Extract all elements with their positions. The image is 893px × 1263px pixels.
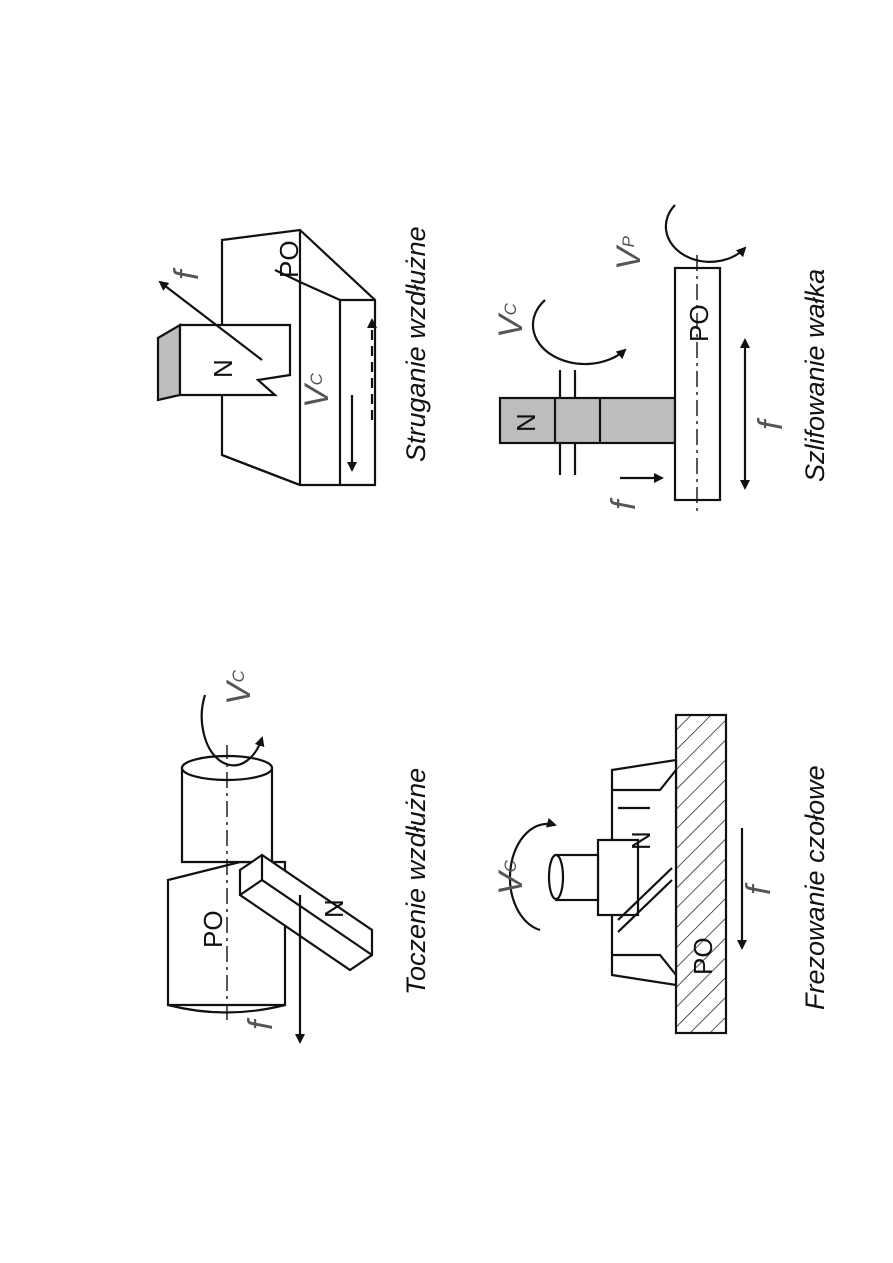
grinding-wheel-speed-label: VC [492,302,530,338]
milling-table [674,713,728,1035]
turning-workpiece-label: PO [198,910,228,948]
grinding-workpiece [673,255,722,515]
planing-workpiece-label: PO [274,240,304,278]
grinding-wheel-rotation-arrow [531,299,627,366]
planing-workpiece [220,228,377,487]
planing-feed-label: f [168,267,206,280]
turning-caption: Toczenie wzdłużne [401,768,431,995]
milling-caption: Frezowanie czołowe [800,765,830,1010]
grinding-feed-axial-label: f [752,417,790,430]
planing-caption: Struganie wzdłużne [401,226,431,462]
grinding-feed-tool-label: f [605,497,643,510]
turning-rotation-arrow [200,694,265,767]
milling-speed-label: VC [492,859,530,895]
grinding-tool-label: N [511,413,541,432]
milling-cutter [547,806,673,933]
grinding-caption: Szlifowanie wałka [800,269,830,482]
milling-tool-label: N [626,831,656,850]
planing-feed-arrow [158,280,263,361]
turning-feed-label: f [242,1017,280,1030]
grinding-workpiece-speed-label: VP [610,235,648,270]
turning-tool [238,853,374,972]
grinding-workpiece-rotation-arrow [664,204,747,263]
milling-workpiece-label: PO [688,937,718,975]
grinding-workpiece-label: PO [684,304,714,342]
milling-feed-label: f [740,882,778,895]
planing-panel: PO N f VC Struganie wzdłużne [156,226,431,487]
grinding-panel: N PO f f VC VP Szlifowanie wałka [492,204,830,515]
planing-tool [156,323,292,402]
milling-panel: PO N f VC Frezowanie czołowe [492,713,830,1035]
turning-tool-label: N [319,899,349,918]
planing-speed-label: VC [298,372,336,408]
turning-panel: PO N f VC Toczenie wzdłużne [166,669,431,1044]
turning-speed-label: VC [220,669,258,705]
milling-rotation-arrow [508,817,557,932]
planing-speed-arrow [347,318,377,472]
planing-tool-label: N [208,359,238,378]
